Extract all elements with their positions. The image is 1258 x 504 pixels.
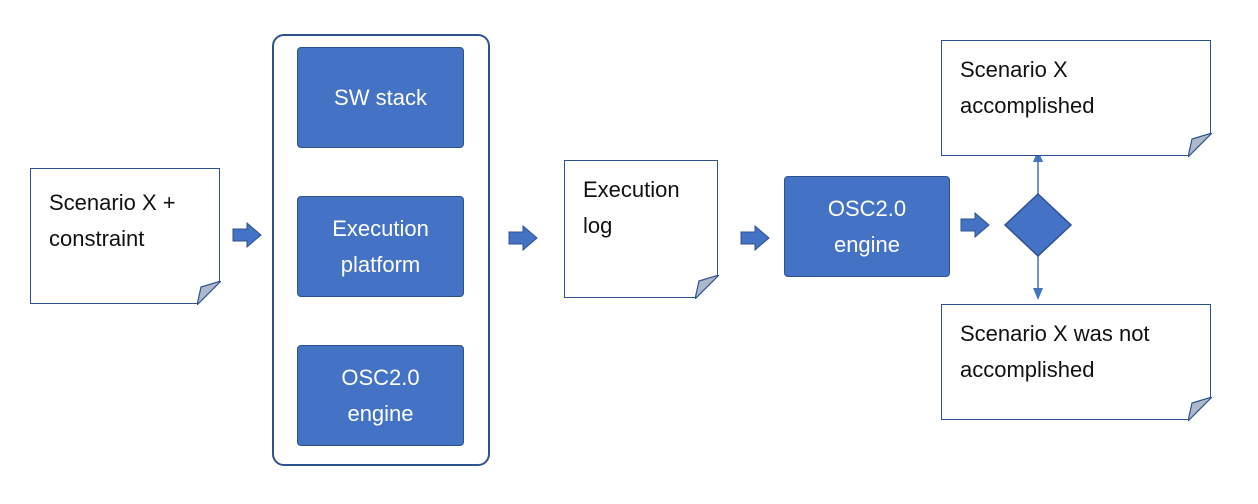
execution-log-label: Execution log [583,177,680,238]
arrow-right-icon [232,222,262,248]
accomplished-label: Scenario X accomplished [960,57,1095,118]
not-accomplished-label: Scenario X was not accomplished [960,321,1150,382]
execution-platform-box: Execution platform [297,196,464,297]
decision-diamond-icon [1003,193,1073,257]
not-accomplished-document: Scenario X was not accomplished [941,304,1212,421]
input-document: Scenario X + constraint [30,168,221,305]
page-fold-icon [1187,396,1212,421]
arrow-right-icon [960,212,990,238]
input-document-label: Scenario X + constraint [49,190,176,251]
osc-engine-box: OSC2.0 engine [784,176,950,277]
page-fold-icon [1187,132,1212,157]
page-fold-icon [196,280,221,305]
sw-stack-box: SW stack [297,47,464,148]
page-fold-icon [694,274,719,299]
arrow-right-icon [740,225,770,251]
accomplished-document: Scenario X accomplished [941,40,1212,157]
execution-log-document: Execution log [564,160,719,299]
arrow-right-icon [508,225,538,251]
osc-engine-inner-box: OSC2.0 engine [297,345,464,446]
